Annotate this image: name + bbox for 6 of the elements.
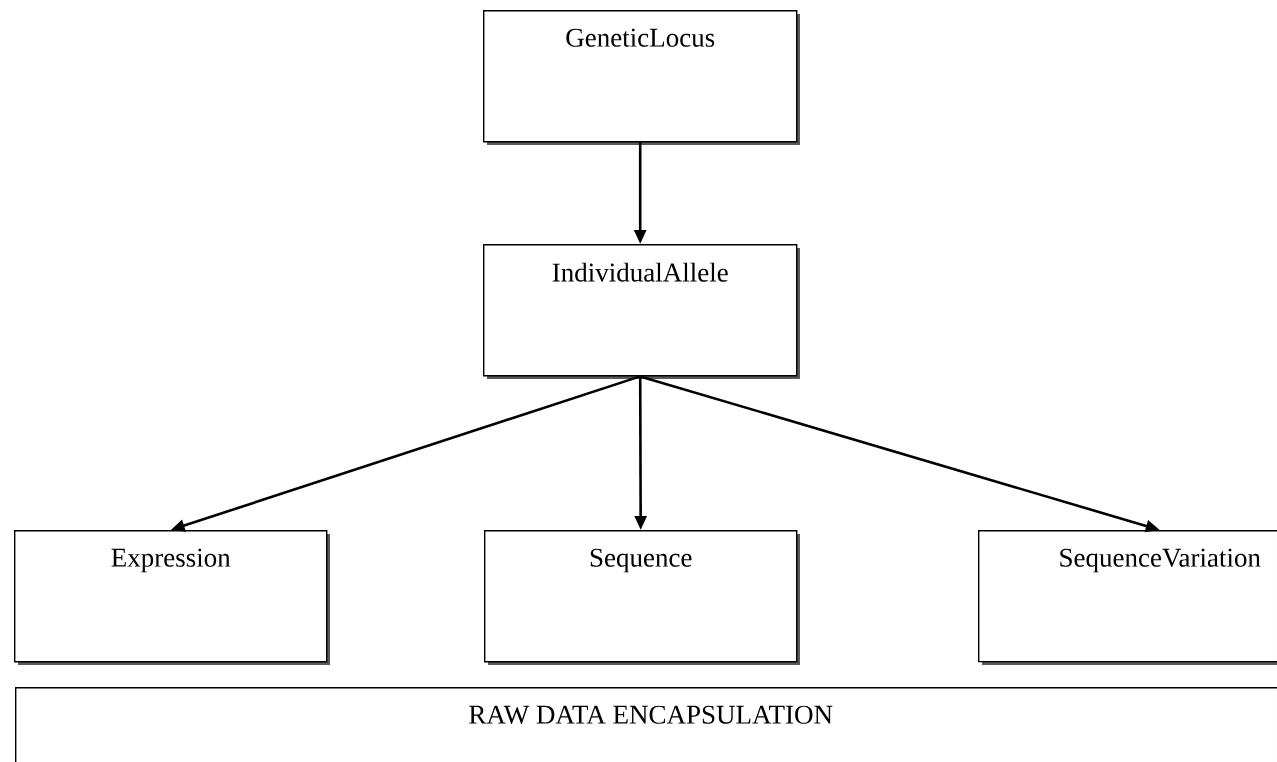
- class-box: IndividualAllele: [483, 244, 800, 379]
- class-box: SequenceVariation: [978, 529, 1277, 665]
- panel-box: RAW DATA ENCAPSULATION: [15, 686, 1277, 762]
- class-box: Expression: [14, 529, 330, 665]
- class-box: GeneticLocus: [483, 10, 800, 145]
- class-box: Sequence: [484, 529, 800, 665]
